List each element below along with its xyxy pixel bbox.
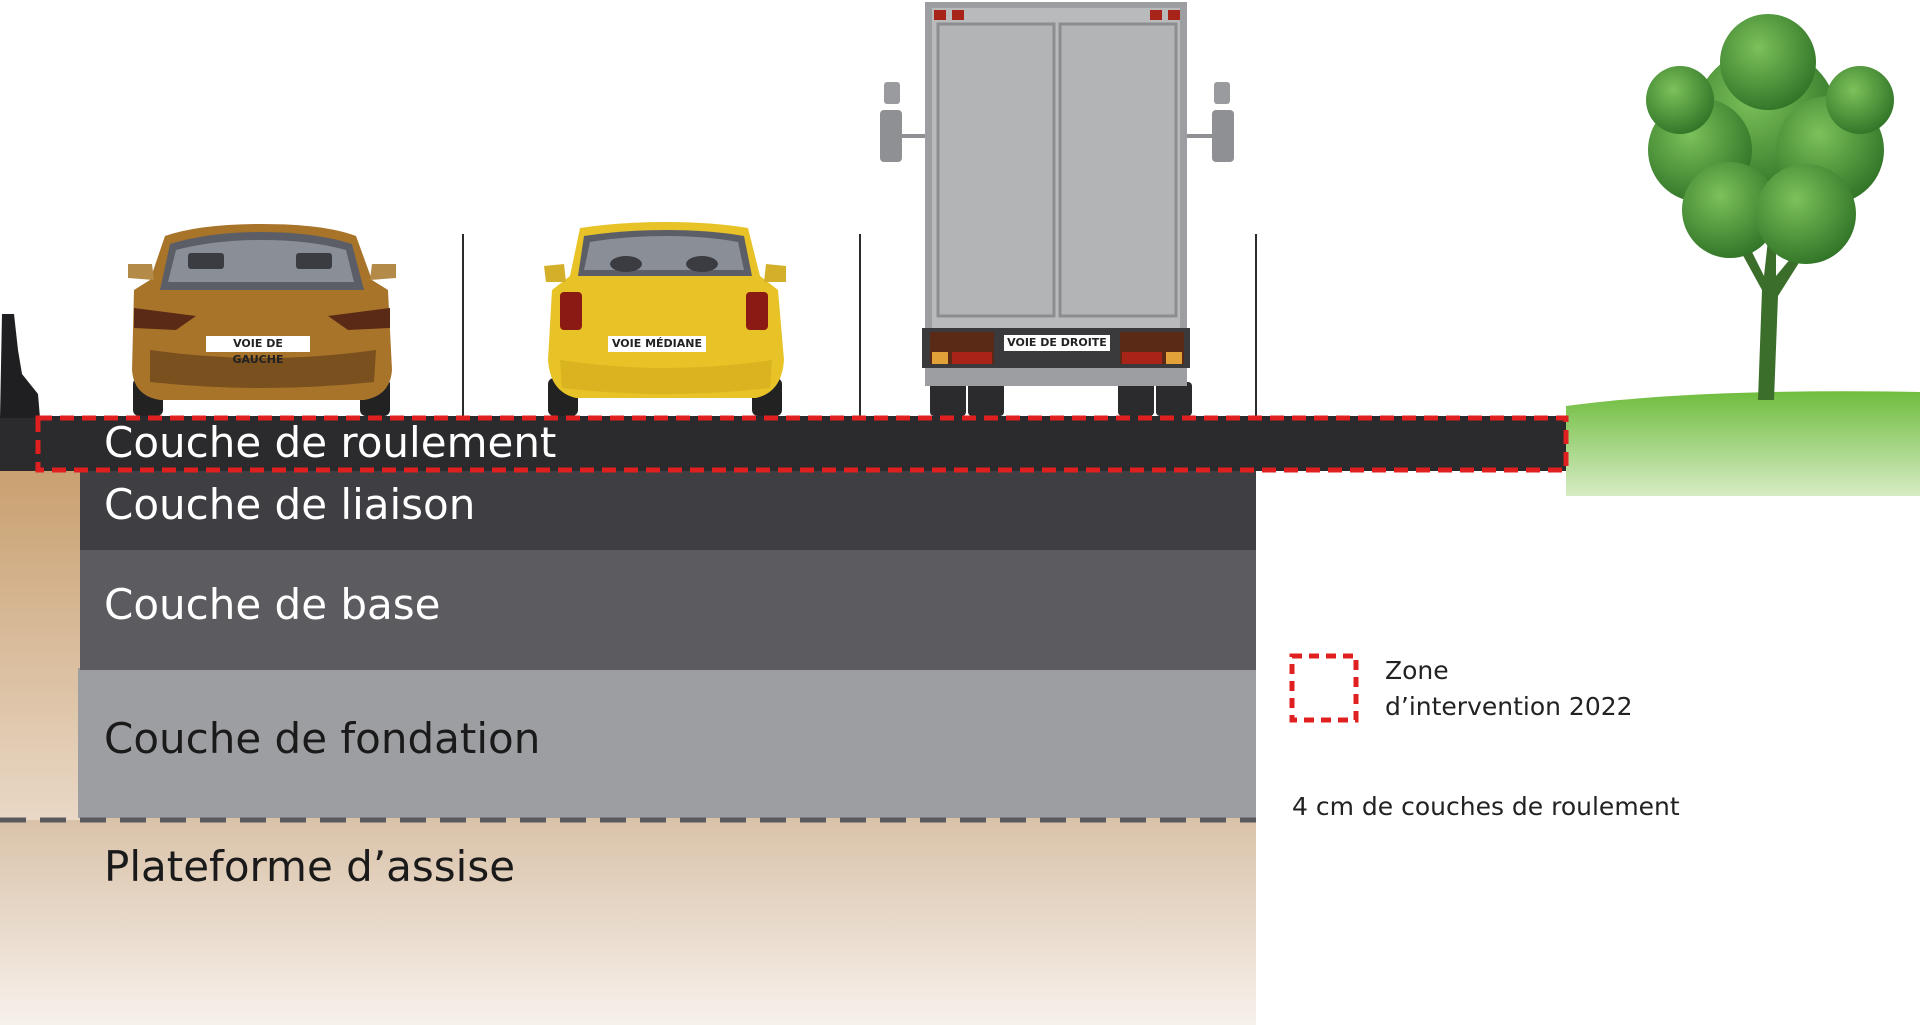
foundation-layer xyxy=(78,668,1256,818)
truck-right-lane xyxy=(880,2,1234,416)
car-left-lane xyxy=(128,224,396,416)
legend-zone-swatch xyxy=(1289,653,1359,723)
concrete-barrier xyxy=(0,314,40,418)
foundation-course-label: Couche de fondation xyxy=(104,714,541,763)
base-layer xyxy=(80,550,1256,670)
binder-course-label: Couche de liaison xyxy=(104,480,476,529)
car-middle-lane xyxy=(544,222,786,416)
binder-layer xyxy=(80,470,1256,550)
wearing-layer xyxy=(0,416,1568,471)
wearing-course-label: Couche de roulement xyxy=(104,418,557,467)
left-lane-plate: VOIE DE GAUCHE xyxy=(232,337,284,366)
base-course-label: Couche de base xyxy=(104,580,441,629)
grass-mound xyxy=(1566,391,1920,496)
middle-lane-plate: VOIE MÉDIANE xyxy=(611,337,703,350)
shoulder-soil xyxy=(0,470,80,820)
right-lane-plate: VOIE DE DROITE xyxy=(1007,336,1107,349)
subgrade-label: Plateforme d’assise xyxy=(104,842,516,891)
intervention-zone-outline xyxy=(35,415,1569,473)
subgrade-soil xyxy=(0,818,1256,1025)
legend-note: 4 cm de couches de roulement xyxy=(1292,792,1680,821)
legend-zone-line2: d’intervention 2022 xyxy=(1385,692,1633,721)
legend-zone-line1: Zone xyxy=(1385,656,1449,685)
tree xyxy=(1646,14,1894,400)
